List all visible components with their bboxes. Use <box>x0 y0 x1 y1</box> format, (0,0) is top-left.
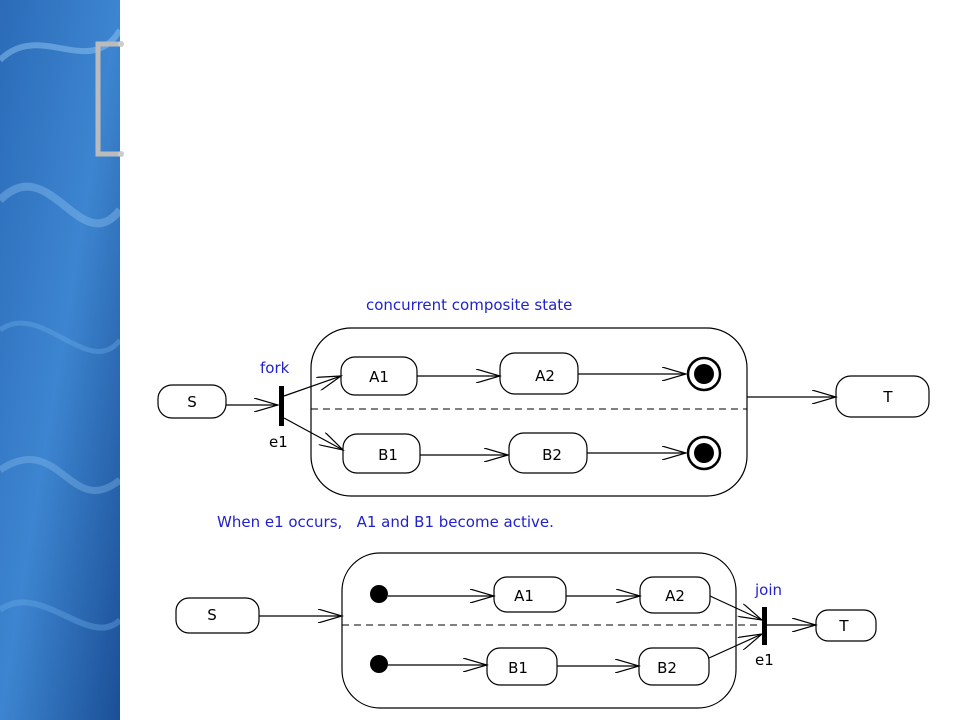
top-caption: concurrent composite state <box>366 296 572 314</box>
slide-bracket-decoration <box>95 41 124 157</box>
svg-text:A2: A2 <box>535 367 555 385</box>
middle-caption: When e1 occurs, A1 and B1 become active. <box>217 513 554 531</box>
bottom-state-t: T <box>815 609 877 642</box>
svg-text:S: S <box>187 393 197 411</box>
bottom-diagram: S A1 A2 B1 B2 join e1 <box>175 552 877 709</box>
svg-text:B1: B1 <box>508 659 528 677</box>
bottom-state-s: S <box>175 597 260 634</box>
bottom-event-label: e1 <box>755 651 774 669</box>
top-event-label: e1 <box>269 433 288 451</box>
top-fork-label: fork <box>260 359 290 377</box>
svg-text:A1: A1 <box>369 368 389 386</box>
bottom-state-b1: B1 <box>486 647 558 686</box>
svg-text:A1: A1 <box>514 587 534 605</box>
bottom-state-a1: A1 <box>493 576 567 613</box>
top-state-b1: B1 <box>342 433 421 474</box>
top-diagram: concurrent composite state S fork e1 A1 … <box>157 296 930 497</box>
svg-text:S: S <box>207 606 217 624</box>
top-final-state-b <box>686 435 722 471</box>
svg-text:T: T <box>838 617 849 635</box>
bottom-transition-a2-join <box>709 595 762 620</box>
svg-text:A2: A2 <box>665 587 685 605</box>
top-composite-state <box>310 327 748 497</box>
bottom-join-label: join <box>754 581 782 599</box>
svg-text:B2: B2 <box>657 659 677 677</box>
bottom-state-a2: A2 <box>639 576 711 614</box>
bottom-state-b2: B2 <box>638 647 710 686</box>
top-transition-fork-b1 <box>283 417 343 450</box>
top-final-state-a <box>686 356 722 392</box>
top-state-a1: A1 <box>340 356 418 396</box>
bottom-join-bar <box>762 607 767 645</box>
top-state-a2: A2 <box>499 352 579 395</box>
svg-text:B2: B2 <box>542 446 562 464</box>
top-state-b2: B2 <box>508 432 588 474</box>
svg-text:T: T <box>882 388 893 406</box>
bottom-initial-state-b <box>370 655 388 673</box>
top-state-t: T <box>835 375 930 418</box>
bottom-transition-b2-join <box>708 634 762 659</box>
bottom-composite-state <box>341 552 737 709</box>
top-state-s: S <box>157 384 227 419</box>
top-fork-bar <box>279 386 284 426</box>
bottom-initial-state-a <box>370 585 388 603</box>
svg-text:B1: B1 <box>378 446 398 464</box>
top-transition-fork-a1 <box>283 376 341 397</box>
